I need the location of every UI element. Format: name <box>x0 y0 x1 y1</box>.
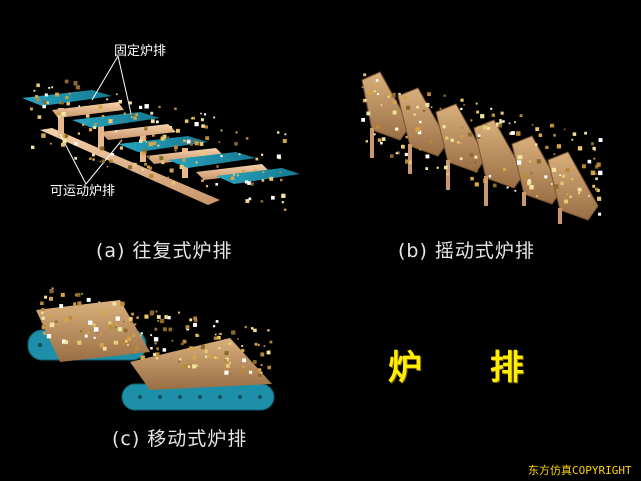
fuel-particles <box>30 73 603 377</box>
slide-title: 炉 排 <box>388 348 552 388</box>
fuel-bed-right <box>130 338 272 390</box>
copyright-notice: 东方仿真COPYRIGHT <box>528 464 632 477</box>
rocking-grate-drawing <box>361 71 599 224</box>
caption-moving-grate: (c) 移动式炉排 <box>112 428 248 450</box>
moving-grate-drawing <box>27 300 275 411</box>
movable-grate-label: 可运动炉排 <box>50 184 116 199</box>
fixed-grate-label: 固定炉排 <box>114 44 167 59</box>
rocking-blades <box>361 71 599 221</box>
caption-reciprocating-grate: (a) 往复式炉排 <box>96 240 233 262</box>
caption-rocking-grate: (b) 摇动式炉排 <box>398 240 535 262</box>
fuel-bed-left <box>36 300 150 362</box>
